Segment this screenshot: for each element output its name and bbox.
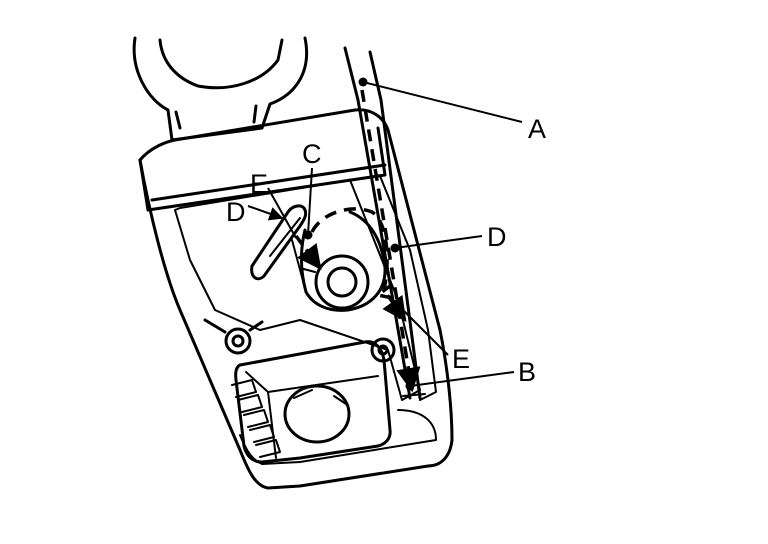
leader-dots (303, 77, 415, 391)
pivot-pin-right (370, 337, 396, 363)
callout-a: A (528, 114, 546, 144)
leader-b (409, 371, 515, 387)
callout-e-right: E (452, 344, 470, 374)
motion-paths (310, 89, 421, 393)
housing-body (138, 108, 454, 490)
leader-d-right (394, 235, 483, 249)
leader-e-left (267, 187, 297, 239)
leader-a (362, 81, 523, 123)
pivot-pin-left (203, 318, 264, 355)
callout-d-left: D (226, 197, 246, 227)
callout-d-right: D (487, 222, 507, 252)
dashed-path-lever (294, 234, 322, 270)
battery-disc (283, 384, 351, 444)
leader-e-right (387, 294, 449, 356)
callout-e-left: E (250, 169, 268, 199)
leader-c (307, 167, 313, 236)
leader-d-left (247, 205, 284, 221)
callout-b: B (518, 357, 536, 387)
release-lever (250, 204, 308, 281)
leader-lines (247, 81, 523, 387)
handle-ring (132, 36, 308, 142)
blade-hub (291, 210, 387, 312)
battery-cover (234, 340, 392, 464)
dashed-path-vertical (360, 89, 421, 393)
ratchet-teeth (231, 379, 281, 458)
dashed-path-return (373, 284, 393, 300)
callout-c: C (302, 139, 322, 169)
dashed-path-rotation (310, 207, 407, 323)
